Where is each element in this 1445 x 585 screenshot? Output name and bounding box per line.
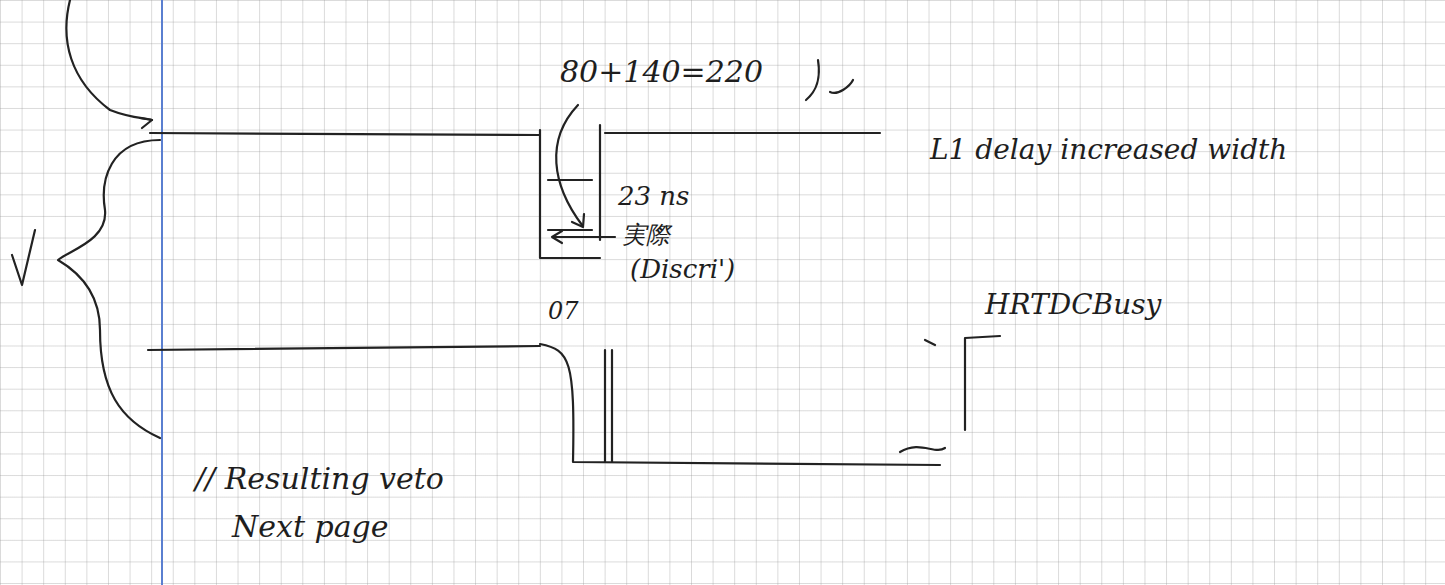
bracket-top bbox=[66, 0, 152, 120]
handwritten-note: 80+140=220 bbox=[560, 55, 763, 88]
signal-lower bbox=[148, 346, 540, 350]
tick bbox=[925, 340, 935, 345]
handwritten-note: 07 bbox=[548, 298, 579, 324]
busy-rise bbox=[965, 336, 1000, 430]
check-mark bbox=[806, 60, 853, 100]
margin-line bbox=[161, 0, 163, 585]
arrow-head bbox=[140, 118, 152, 128]
handwritten-note: 実際 bbox=[622, 222, 670, 248]
handwritten-note: 23 ns bbox=[618, 182, 689, 211]
arrow-head bbox=[572, 214, 584, 227]
pulse-edge bbox=[599, 125, 601, 240]
pulse-lower bbox=[605, 350, 612, 462]
handwritten-note: (Discri') bbox=[630, 255, 735, 284]
leader-arrow bbox=[556, 105, 582, 225]
squiggle bbox=[900, 447, 945, 452]
handwritten-note: HRTDCBusy bbox=[985, 290, 1161, 321]
tick-mark bbox=[12, 230, 35, 285]
handwritten-note: L1 delay increased width bbox=[930, 135, 1287, 166]
brace bbox=[58, 140, 160, 438]
pulse-upper bbox=[540, 130, 600, 258]
busy-lower bbox=[540, 344, 940, 465]
handwritten-note: Next page bbox=[232, 510, 389, 543]
leader-arrow bbox=[552, 231, 615, 243]
signal-upper-rest bbox=[605, 132, 880, 134]
signal-upper bbox=[150, 133, 540, 135]
handwritten-note: // Resulting veto bbox=[195, 462, 444, 495]
